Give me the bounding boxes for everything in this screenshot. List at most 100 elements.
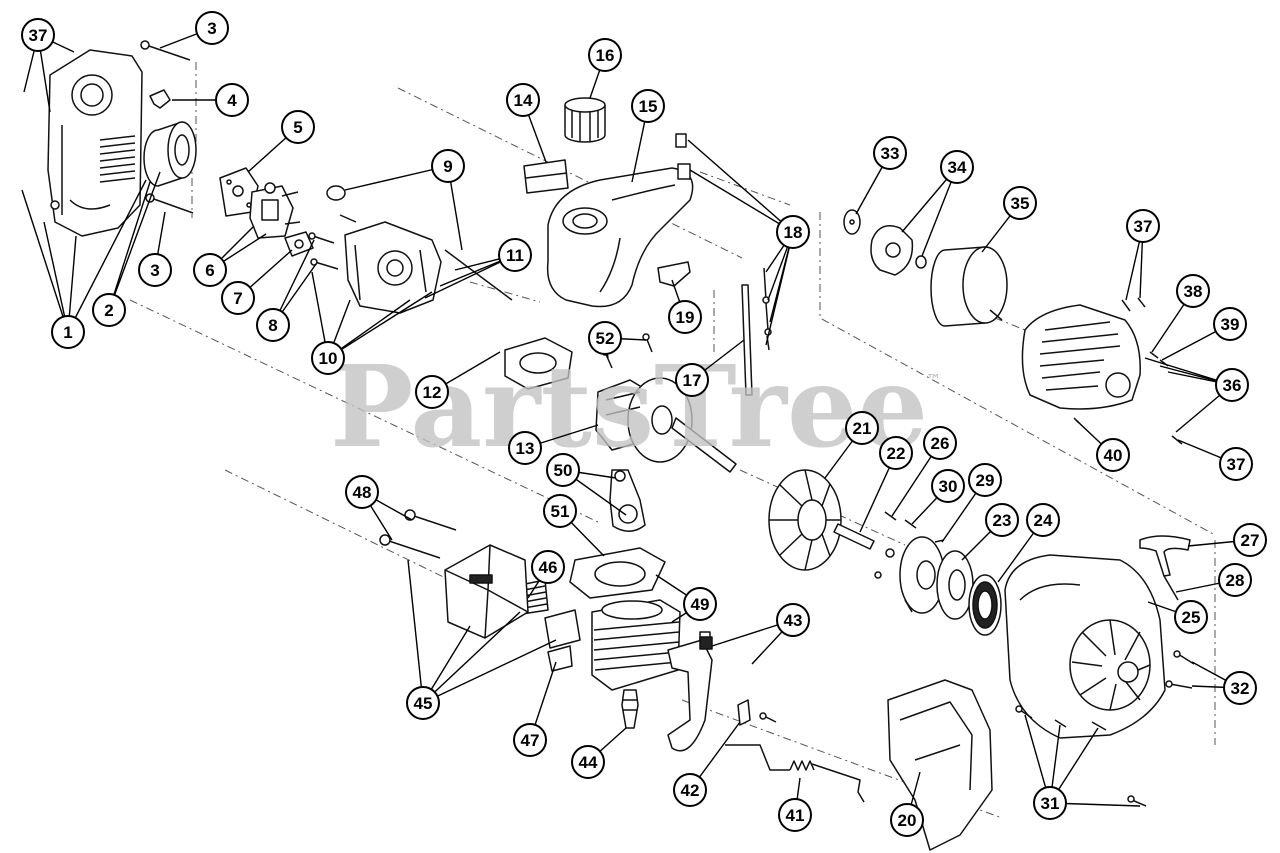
callout-number: 23 <box>993 511 1012 530</box>
callout-26: 26 <box>923 426 957 460</box>
callout-circle <box>406 686 440 720</box>
callout-circle <box>1126 209 1160 243</box>
guide-line <box>681 699 1003 819</box>
part-51-drawing <box>569 547 666 599</box>
part-36-drawing <box>1021 297 1183 445</box>
callout-18: 18 <box>776 215 810 249</box>
callout-circle <box>879 436 913 470</box>
part-9-drawing <box>326 185 513 314</box>
callout-number: 29 <box>976 471 995 490</box>
part-27-drawing <box>1139 535 1191 601</box>
callout-number: 7 <box>233 289 242 308</box>
callout-circle <box>256 308 290 342</box>
callout-circle <box>138 253 172 287</box>
leader-line <box>765 231 794 346</box>
callout-47: 47 <box>513 723 547 757</box>
watermark: PartsTree ™ <box>330 342 941 473</box>
callout-circle <box>923 426 957 460</box>
callout-6: 6 <box>193 253 227 287</box>
callout-number: 31 <box>1041 794 1060 813</box>
callout-36: 36 <box>1215 368 1249 402</box>
leader-line <box>422 639 557 704</box>
callout-number: 35 <box>1011 194 1030 213</box>
part-24-drawing <box>968 574 1002 636</box>
part-16-drawing <box>564 97 606 143</box>
callout-circle <box>968 463 1002 497</box>
callout-circle <box>431 149 465 183</box>
part-45-drawing <box>444 544 529 639</box>
callout-circle <box>215 83 249 117</box>
callout-30: 30 <box>931 469 965 503</box>
callout-2: 2 <box>92 293 126 327</box>
callout-12: 12 <box>415 375 449 409</box>
callout-number: 37 <box>1227 455 1246 474</box>
callout-28: 28 <box>1218 563 1252 597</box>
part-18-drawing <box>675 133 772 351</box>
callout-3: 3 <box>138 253 172 287</box>
callout-circle <box>845 411 879 445</box>
callout-number: 50 <box>554 461 573 480</box>
callout-37: 37 <box>21 18 55 52</box>
callout-number: 4 <box>227 91 237 110</box>
part-34-drawing <box>870 225 927 276</box>
callout-circle <box>193 253 227 287</box>
part-22-drawing <box>833 523 875 550</box>
callout-8: 8 <box>256 308 290 342</box>
callout-circle <box>543 494 577 528</box>
callout-13: 13 <box>508 431 542 465</box>
callout-circle <box>311 341 345 375</box>
callout-circle <box>985 503 1019 537</box>
callout-33: 33 <box>873 136 907 170</box>
part-8-drawing <box>308 232 339 270</box>
callout-number: 3 <box>150 261 159 280</box>
callout-1: 1 <box>51 315 85 349</box>
callout-number: 15 <box>639 97 658 116</box>
callout-44: 44 <box>571 745 605 779</box>
callout-51: 51 <box>543 494 577 528</box>
callout-circle <box>631 89 665 123</box>
part-20-drawing <box>887 679 993 851</box>
callout-circle <box>345 475 379 509</box>
part-35-drawing <box>930 246 1008 327</box>
leader-line <box>422 611 521 704</box>
callout-29: 29 <box>968 463 1002 497</box>
callout-9: 9 <box>431 149 465 183</box>
callout-number: 13 <box>516 439 535 458</box>
callout-38: 38 <box>1176 274 1210 308</box>
callout-52: 52 <box>588 321 622 355</box>
callout-42: 42 <box>673 773 707 807</box>
leader-line <box>108 171 161 311</box>
callout-circle <box>1096 438 1130 472</box>
callout-number: 26 <box>931 434 950 453</box>
watermark-trademark: ™ <box>926 371 941 389</box>
callout-number: 14 <box>514 91 533 110</box>
leader-lines-2 <box>108 171 161 311</box>
part-48-drawing <box>379 509 457 559</box>
part-44-drawing <box>621 689 639 729</box>
callout-circle <box>1233 523 1267 557</box>
callout-40: 40 <box>1096 438 1130 472</box>
callout-17: 17 <box>675 363 709 397</box>
callout-41: 41 <box>778 798 812 832</box>
callout-46: 46 <box>531 550 565 584</box>
callout-number: 9 <box>443 157 452 176</box>
callout-number: 37 <box>29 26 48 45</box>
callout-3: 3 <box>195 11 229 45</box>
part-21-drawing <box>768 469 842 571</box>
callout-50: 50 <box>546 453 580 487</box>
callout-11: 11 <box>498 238 532 272</box>
leader-line <box>687 139 794 233</box>
callout-16: 16 <box>588 38 622 72</box>
leader-line <box>43 221 69 333</box>
part-31-drawing <box>1015 705 1147 807</box>
callout-circle <box>675 363 709 397</box>
callout-number: 40 <box>1104 446 1123 465</box>
callout-15: 15 <box>631 89 665 123</box>
callout-49: 49 <box>683 587 717 621</box>
callout-number: 2 <box>104 301 113 320</box>
callout-circle <box>1219 447 1253 481</box>
callout-number: 43 <box>784 611 803 630</box>
callout-21: 21 <box>845 411 879 445</box>
part-14-drawing <box>523 159 569 194</box>
callout-circle <box>1223 671 1257 705</box>
